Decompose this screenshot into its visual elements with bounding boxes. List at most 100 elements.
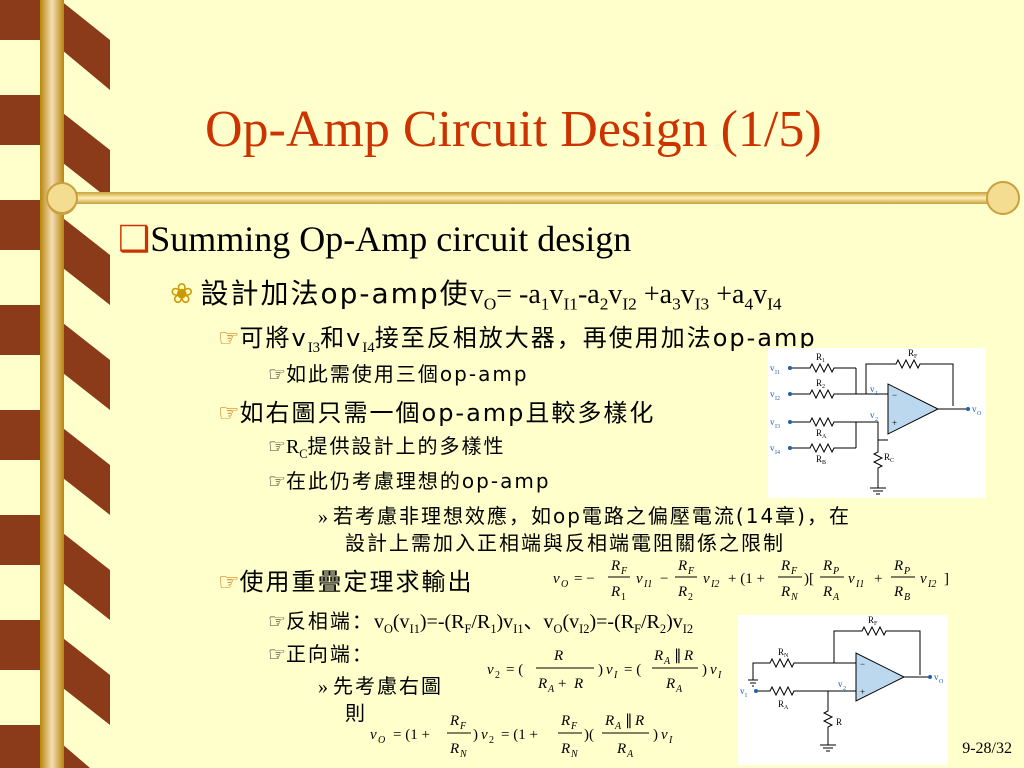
svg-text:v: v <box>972 404 977 414</box>
svg-text:R: R <box>816 454 822 464</box>
pointing-hand-icon: ☞ <box>268 644 286 666</box>
svg-text:R: R <box>884 452 890 462</box>
svg-text:+: + <box>892 418 897 428</box>
svg-text:R: R <box>537 676 547 692</box>
pointing-hand-icon: ☞ <box>268 611 286 633</box>
svg-text:R: R <box>822 558 832 574</box>
svg-text:I: I <box>717 670 722 681</box>
svg-text:N: N <box>784 653 789 659</box>
svg-text:R: R <box>816 352 822 362</box>
svg-text:B: B <box>904 592 910 603</box>
svg-text:v: v <box>848 571 855 587</box>
bullet-nonideal-cont: 設計上需加入正相端與反相端電阻關係之限制 <box>345 531 785 555</box>
svg-text:v: v <box>740 686 745 696</box>
svg-text:= (: = ( <box>624 662 641 678</box>
svg-text:∥: ∥ <box>674 648 682 664</box>
svg-text:R: R <box>908 348 914 358</box>
svg-text:N: N <box>459 749 468 760</box>
svg-text:R: R <box>780 558 790 574</box>
svg-text:∥: ∥ <box>625 713 633 729</box>
svg-text:I: I <box>668 735 673 746</box>
svg-text:1: 1 <box>875 391 878 397</box>
svg-text:v: v <box>870 410 875 420</box>
svg-text:A: A <box>822 434 827 440</box>
svg-text:A: A <box>547 684 555 695</box>
svg-text:C: C <box>890 458 894 464</box>
svg-text:v: v <box>920 571 927 587</box>
svg-text:v: v <box>770 417 775 427</box>
title-underline <box>46 181 1020 215</box>
svg-text:2: 2 <box>489 735 494 746</box>
svg-text:v: v <box>770 389 775 399</box>
svg-text:A: A <box>832 592 840 603</box>
pointing-hand-icon: ☞ <box>268 364 286 386</box>
decorative-column <box>0 0 110 768</box>
svg-text:1: 1 <box>822 358 825 364</box>
svg-text:F: F <box>459 721 467 732</box>
svg-text:R: R <box>778 647 784 657</box>
svg-text:R: R <box>836 717 842 727</box>
svg-text:−: − <box>892 390 897 400</box>
svg-text:I2: I2 <box>710 579 719 590</box>
svg-text:)[: )[ <box>804 571 814 587</box>
svg-text:+ (1 +: + (1 + <box>728 571 765 587</box>
bullet-inverting: ☞反相端：vO(vI1)=-(RF/R1)vI1、vO(vI2)=-(RF/R2… <box>268 609 694 636</box>
svg-text:R: R <box>677 558 687 574</box>
svg-text:2: 2 <box>875 417 878 423</box>
svg-text:I2: I2 <box>927 579 936 590</box>
svg-text:R: R <box>616 741 626 757</box>
svg-text:v: v <box>370 727 377 743</box>
svg-text:O: O <box>378 735 385 746</box>
bullet-invert-inputs: ☞可將vI3和vI4接至反相放大器，再使用加法op-amp <box>218 324 817 356</box>
svg-text:v: v <box>606 662 613 678</box>
svg-text:v: v <box>710 662 717 678</box>
slide-title: Op-Amp Circuit Design (1/5) <box>205 101 822 158</box>
svg-text:N: N <box>570 749 579 760</box>
flower-bullet-icon: ❀ <box>170 279 194 310</box>
svg-text:R: R <box>677 584 687 600</box>
svg-text:R: R <box>683 648 693 664</box>
svg-text:I1: I1 <box>855 579 864 590</box>
svg-text:P: P <box>903 566 910 577</box>
svg-text:F: F <box>620 566 628 577</box>
square-bullet-icon: ❑ <box>118 219 151 259</box>
svg-text:+: + <box>874 571 882 587</box>
svg-text:R: R <box>560 741 570 757</box>
svg-text:R: R <box>893 558 903 574</box>
svg-text:A: A <box>675 684 683 695</box>
svg-text:v: v <box>636 571 643 587</box>
svg-text:P: P <box>832 566 839 577</box>
svg-text:v: v <box>870 384 875 394</box>
svg-text:F: F <box>790 566 798 577</box>
svg-text:R: R <box>778 699 784 709</box>
svg-text:R: R <box>604 713 614 729</box>
svg-text:v: v <box>553 571 560 587</box>
svg-text:R: R <box>665 676 675 692</box>
svg-text:I1: I1 <box>775 370 780 376</box>
svg-text:F: F <box>570 721 578 732</box>
svg-text:−: − <box>660 571 668 587</box>
svg-text:I3: I3 <box>775 424 780 430</box>
svg-text:)(: )( <box>584 727 594 743</box>
svg-text:2: 2 <box>688 592 693 603</box>
svg-text:= (1 +: = (1 + <box>393 727 430 743</box>
bullet-three-opamp: ☞如此需使用三個op-amp <box>268 362 529 386</box>
pointing-hand-icon: ☞ <box>218 326 240 352</box>
bullet-consider-cont: 則 <box>345 701 367 725</box>
svg-text:): ) <box>473 727 478 743</box>
svg-text:v: v <box>487 662 494 678</box>
bullet-diversity: ☞如右圖只需一個op-amp且較多樣化 <box>218 399 656 427</box>
svg-text:I2: I2 <box>775 396 780 402</box>
bullet-consider: » 先考慮右圖 <box>318 674 443 698</box>
svg-text:1: 1 <box>621 592 626 603</box>
svg-text:F: F <box>914 354 918 360</box>
bullet-noninverting: ☞正向端： <box>268 642 374 666</box>
svg-text:R: R <box>449 741 459 757</box>
svg-text:A: A <box>626 749 634 760</box>
svg-text:B: B <box>822 460 826 466</box>
svg-text:O: O <box>977 411 982 417</box>
svg-text:I4: I4 <box>775 450 780 456</box>
